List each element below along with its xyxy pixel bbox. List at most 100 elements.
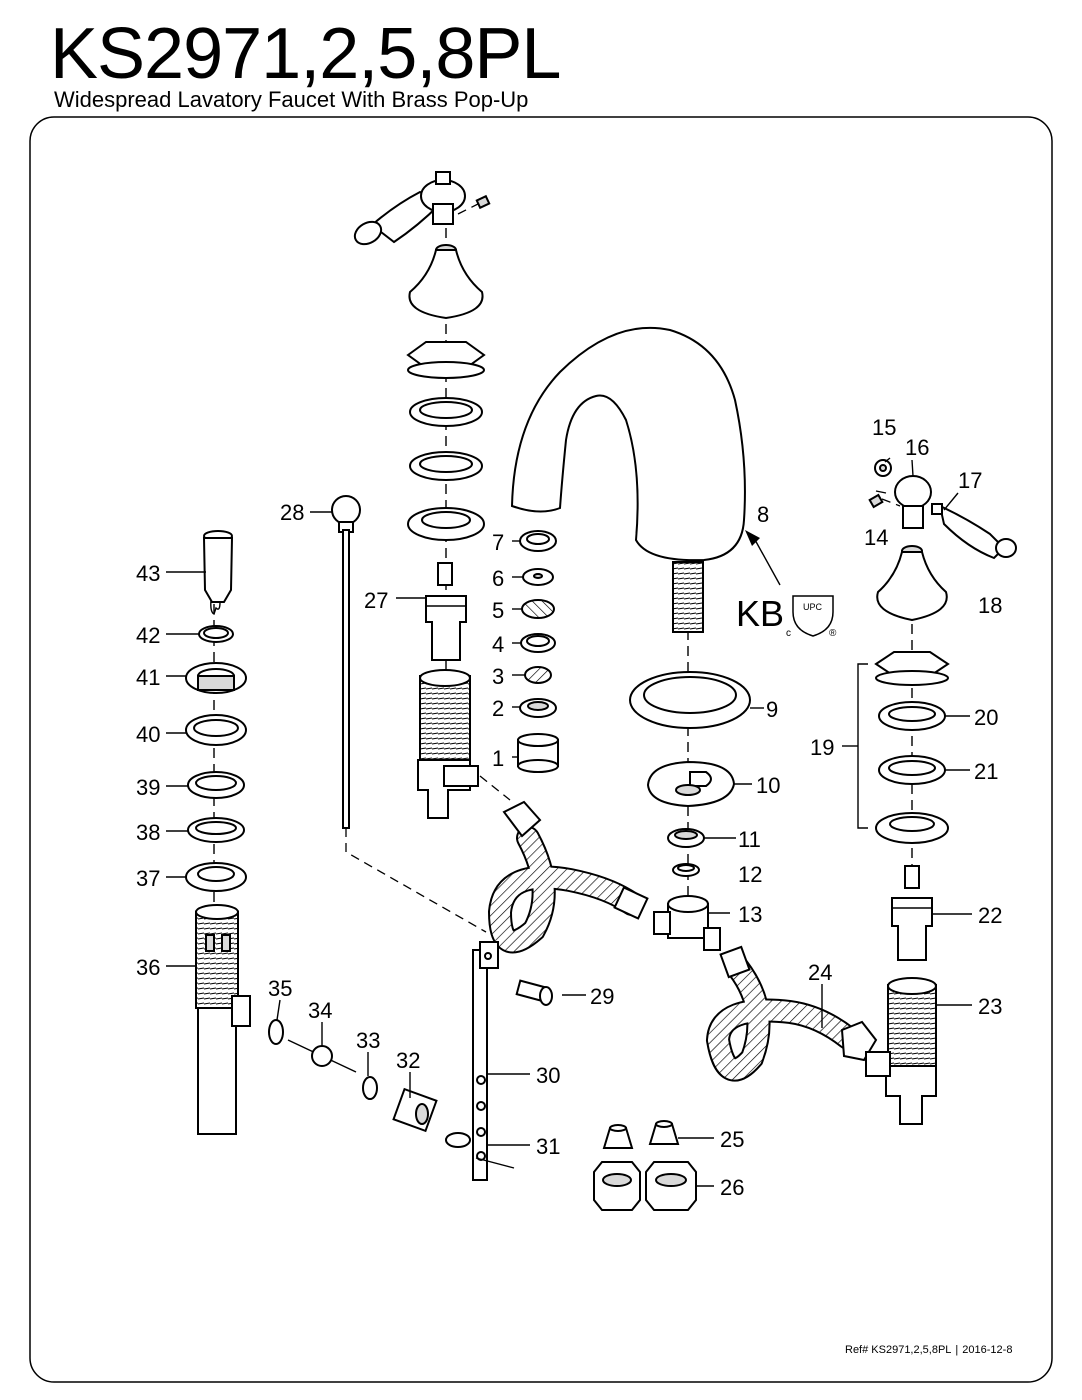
svg-text:UPC: UPC [803,602,823,612]
callout-9: 9 [766,697,778,722]
callout-13: 13 [738,902,762,927]
product-subtitle: Widespread Lavatory Faucet With Brass Po… [54,87,529,112]
callout-31: 31 [536,1134,560,1159]
spout-leader-arrow [745,530,760,546]
callout-20: 20 [974,705,998,730]
right-washer-3 [875,812,949,844]
spout-leader [753,537,781,586]
drain-gasket-3 [187,817,245,843]
leader-lines [166,457,972,1187]
callout-41: 41 [136,665,160,690]
kb-brand-mark: KB [736,593,784,634]
drain-body [195,904,251,1135]
right-supply-hose [705,945,878,1082]
callout-33: 33 [356,1028,380,1053]
callout-8: 8 [757,502,769,527]
right-index-button [874,459,892,477]
right-set-screw [868,493,884,509]
right-handle-hub [894,475,932,529]
pivot-nut [392,1087,438,1133]
lift-rod-leader [345,828,487,933]
left-cartridge [425,562,467,661]
left-washer-1 [409,397,483,427]
callout-18: 18 [978,593,1002,618]
callout-21: 21 [974,759,998,784]
callout-5: 5 [492,598,504,623]
callout-38: 38 [136,820,160,845]
left-supply-hose [487,800,649,954]
right-flange-cover [876,545,948,622]
callout-22: 22 [978,903,1002,928]
callout-34: 34 [308,998,332,1023]
callout-40: 40 [136,722,160,747]
aerator-gasket [519,530,557,552]
drain-gasket-1 [185,714,247,746]
strap-screw [515,979,553,1006]
callout-11: 11 [738,827,761,852]
callout-12: 12 [738,862,762,887]
lift-rod [331,495,361,829]
drain-nut [185,862,247,892]
upc-certification-mark: UPC c ® [786,595,837,639]
callout-28: 28 [280,500,304,525]
tee-connector [653,895,721,951]
extension-strap [472,941,499,1181]
callout-27: 27 [364,588,388,613]
right-bonnet-nut [874,651,950,686]
pivot-ball-washer [268,1019,284,1045]
callout-35: 35 [268,976,292,1001]
reference-date: 2016-12-8 [962,1344,1013,1356]
callout-16: 16 [905,435,929,460]
callout-29: 29 [590,984,614,1009]
aerator-mesh [521,599,555,619]
coupling-nut-left [593,1161,641,1211]
diagram-frame [29,116,1053,1383]
callout-25: 25 [720,1127,744,1152]
callout-6: 6 [492,566,504,591]
left-bonnet-nut [406,341,486,379]
spout-base-gasket [629,671,751,729]
left-lever-handle [353,171,466,246]
callout-17: 17 [958,468,982,493]
coupling-nut-right [645,1161,697,1211]
callout-4: 4 [492,632,504,657]
right-lever-handle [931,503,1017,560]
drain-stopper [202,530,234,615]
callout-7: 7 [492,530,504,555]
callout-30: 30 [536,1063,560,1088]
callout-19: 19 [810,735,834,760]
right-washer-1 [878,701,946,731]
svg-text:c: c [786,628,791,639]
drain-flange [185,662,247,694]
left-washer-3 [407,507,485,541]
callout-labels: 1 2 3 4 5 6 7 8 9 10 11 12 13 14 15 16 1… [136,415,1002,1200]
aerator-insert [519,698,557,718]
aerator-housing [517,733,559,773]
callout-3: 3 [492,664,504,689]
spout-horseshoe-washer [646,760,736,808]
reference-number: Ref# KS2971,2,5,8PL [845,1344,952,1356]
left-washer-2 [409,451,483,481]
callout-39: 39 [136,775,160,800]
left-valve-body [417,669,511,819]
ferrule-left [602,1124,634,1149]
left-screw-leader [457,202,481,215]
pivot-o-ring [362,1076,378,1100]
aerator-ring [520,633,556,653]
model-number-title: KS2971,2,5,8PL [50,14,561,94]
aerator-disc [522,568,554,586]
aerator-screen [524,666,552,684]
callout-14: 14 [864,525,888,550]
reference-separator: | [955,1344,959,1356]
ferrule-right [648,1120,680,1145]
left-flange-cover [408,244,484,320]
right-valve-body [865,977,937,1125]
callout-2: 2 [492,696,504,721]
spout-lock-nut [667,828,705,848]
stopper-o-ring [198,625,234,643]
callout-26: 26 [720,1175,744,1200]
callout-1: 1 [492,746,504,771]
spring-clip [445,1132,515,1169]
left-set-screw [475,194,491,210]
